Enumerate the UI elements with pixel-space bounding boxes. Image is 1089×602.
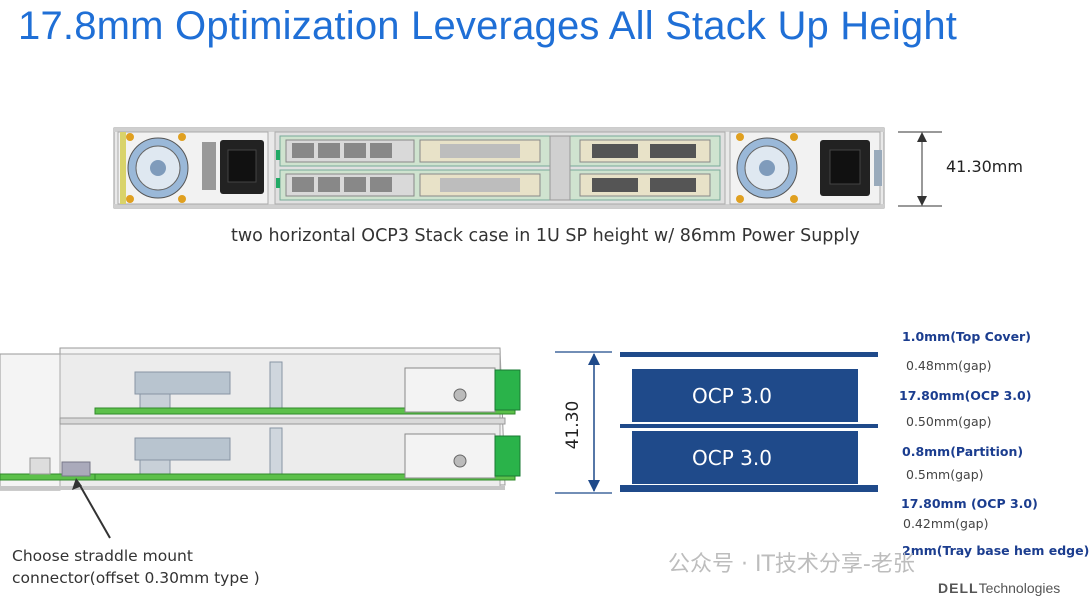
layer-gap-4: 0.42mm(gap) [903, 516, 989, 531]
logo-suffix: Technologies [978, 580, 1061, 596]
layer-gap-3: 0.5mm(gap) [906, 467, 984, 482]
logo-brand: DELL [938, 580, 979, 596]
ocp-card-lower [632, 431, 858, 484]
top-height-dimension [898, 131, 942, 207]
layer-top-cover: 1.0mm(Top Cover) [902, 329, 1031, 344]
left-power-supply [117, 131, 269, 205]
note-line-1: Choose straddle mount [12, 547, 193, 565]
top-view-caption: two horizontal OCP3 Stack case in 1U SP … [231, 226, 860, 246]
ocp-bay [274, 131, 726, 205]
tray-base-plate [620, 485, 878, 492]
watermark-text: 公众号 · IT技术分享-老张 [668, 552, 915, 577]
stack-diagram: 41.30 OCP 3.0 OCP 3.0 [555, 351, 878, 494]
dell-technologies-logo: DELLTechnologies [938, 580, 1060, 596]
layer-gap-2: 0.50mm(gap) [906, 414, 992, 429]
layer-ocp-lower: 17.80mm (OCP 3.0) [901, 496, 1038, 511]
layer-gap-1: 0.48mm(gap) [906, 358, 992, 373]
wechat-icon [654, 540, 668, 541]
straddle-mount-note: Choose straddle mount connector(offset 0… [12, 545, 260, 589]
slide-title: 17.8mm Optimization Leverages All Stack … [18, 4, 958, 48]
layer-partition: 0.8mm(Partition) [902, 444, 1024, 459]
stack-height-label: 41.30 [563, 401, 583, 450]
layer-ocp-upper: 17.80mm(OCP 3.0) [899, 388, 1032, 403]
note-line-2: connector(offset 0.30mm type ) [12, 569, 260, 587]
layer-tray-base: 2mm(Tray base hem edge) [902, 543, 1089, 558]
partition-plate [620, 424, 878, 428]
side-view-drawing [0, 347, 521, 539]
top-height-label: 41.30mm [946, 157, 1023, 176]
top-cover-plate [620, 352, 878, 357]
right-power-supply [729, 131, 882, 205]
server-front-view [113, 127, 885, 209]
ocp-card-upper-label: OCP 3.0 [692, 384, 772, 408]
ocp-card-upper [632, 369, 858, 422]
ocp-card-lower-label: OCP 3.0 [692, 446, 772, 470]
